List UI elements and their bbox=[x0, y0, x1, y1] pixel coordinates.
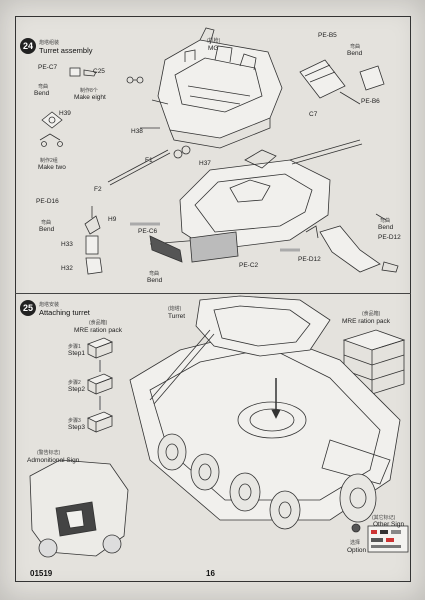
label-mre2-cn: (食品箱) bbox=[362, 311, 381, 317]
label-admon-cn: (警告标志) bbox=[37, 450, 61, 456]
label-make-eight-cn: 制作8个 bbox=[80, 88, 98, 94]
page-frame bbox=[15, 16, 411, 582]
label-step2: Step2 bbox=[68, 386, 85, 393]
label-bend4-cn: 弯曲 bbox=[149, 271, 160, 277]
step-25-title-cn: 炮塔安装 bbox=[39, 302, 60, 308]
product-code: 01519 bbox=[30, 569, 53, 578]
label-f2: F2 bbox=[94, 186, 102, 193]
label-c25: C25 bbox=[93, 68, 105, 75]
vehicle-drawing bbox=[129, 295, 401, 530]
label-h39: H39 bbox=[59, 110, 71, 117]
mre-steps-drawing bbox=[87, 337, 113, 433]
label-step2-cn: 步骤2 bbox=[68, 380, 81, 386]
label-h32: H32 bbox=[61, 265, 73, 272]
label-pe-d12-right: PE-D12 bbox=[378, 234, 401, 241]
label-make-two-cn: 制作2组 bbox=[40, 158, 58, 164]
label-pe-c2: PE-C2 bbox=[239, 262, 259, 269]
assembly-arrows bbox=[130, 222, 300, 252]
label-admon: Admonitional Sign bbox=[27, 457, 80, 464]
label-other: Other Sign bbox=[373, 521, 405, 528]
label-turret: Turret bbox=[168, 313, 186, 320]
page-number: 16 bbox=[206, 569, 215, 578]
label-make-two: Make two bbox=[38, 164, 66, 171]
label-mre2: MRE ration pack bbox=[342, 318, 391, 325]
label-other-cn: (其它标记) bbox=[372, 515, 396, 521]
label-pe-c6: PE-C6 bbox=[138, 228, 158, 235]
label-bend5-cn: 弯曲 bbox=[380, 218, 391, 224]
label-bend4: Bend bbox=[147, 277, 163, 284]
label-mg-cn: (机枪) bbox=[207, 38, 221, 44]
step-24-title: Turret assembly bbox=[39, 46, 93, 55]
label-bend2: Bend bbox=[347, 50, 363, 57]
turret-top-drawing bbox=[157, 27, 283, 149]
step-24-title-cn: 炮塔组装 bbox=[39, 40, 60, 46]
label-bend2-cn: 弯曲 bbox=[350, 44, 361, 50]
label-option-cn: 选择 bbox=[350, 540, 361, 546]
label-turret-cn: (炮塔) bbox=[168, 306, 182, 312]
wheels-drawing bbox=[157, 433, 377, 530]
label-mre: MRE ration pack bbox=[74, 327, 123, 334]
label-option: Option bbox=[347, 547, 367, 554]
label-step1: Step1 bbox=[68, 350, 85, 357]
pe-parts-drawing bbox=[299, 59, 385, 105]
label-bend1: Bend bbox=[34, 90, 50, 97]
step-25-badge: 25 bbox=[20, 300, 36, 316]
label-pe-b6: PE-B6 bbox=[361, 98, 380, 105]
label-mg: MG bbox=[208, 45, 219, 52]
label-bend3: Bend bbox=[39, 226, 55, 233]
turret-lower-drawing bbox=[84, 139, 399, 275]
label-bend3-cn: 弯曲 bbox=[41, 220, 52, 226]
label-step3: Step3 bbox=[68, 424, 85, 431]
step-25-title: Attaching turret bbox=[39, 308, 90, 317]
label-step1-cn: 步骤1 bbox=[68, 344, 81, 350]
label-bend1-cn: 弯曲 bbox=[38, 84, 49, 90]
label-h38: H38 bbox=[131, 128, 143, 135]
step-divider bbox=[15, 293, 411, 294]
label-step3-cn: 步骤3 bbox=[68, 418, 81, 424]
label-h37: H37 bbox=[199, 160, 211, 167]
label-f1: F1 bbox=[145, 157, 153, 164]
step-24-badge: 24 bbox=[20, 38, 36, 54]
label-make-eight: Make eight bbox=[74, 94, 106, 101]
label-h9: H9 bbox=[108, 216, 117, 223]
mre-stack-drawing bbox=[342, 329, 406, 395]
label-c7: C7 bbox=[309, 111, 318, 118]
admonitional-vehicle-drawing bbox=[29, 459, 129, 558]
small-parts-drawing bbox=[39, 67, 191, 186]
label-pe-d12-left: PE-D12 bbox=[298, 256, 321, 263]
label-pe-c7: PE-C7 bbox=[38, 64, 58, 71]
label-mre-cn: (食品箱) bbox=[89, 320, 108, 326]
label-pe-b5: PE-B5 bbox=[318, 32, 337, 39]
decal-sheet-drawing bbox=[351, 523, 409, 553]
label-h33: H33 bbox=[61, 241, 73, 248]
label-pe-d16: PE-D16 bbox=[36, 198, 59, 205]
label-bend5: Bend bbox=[378, 224, 394, 231]
